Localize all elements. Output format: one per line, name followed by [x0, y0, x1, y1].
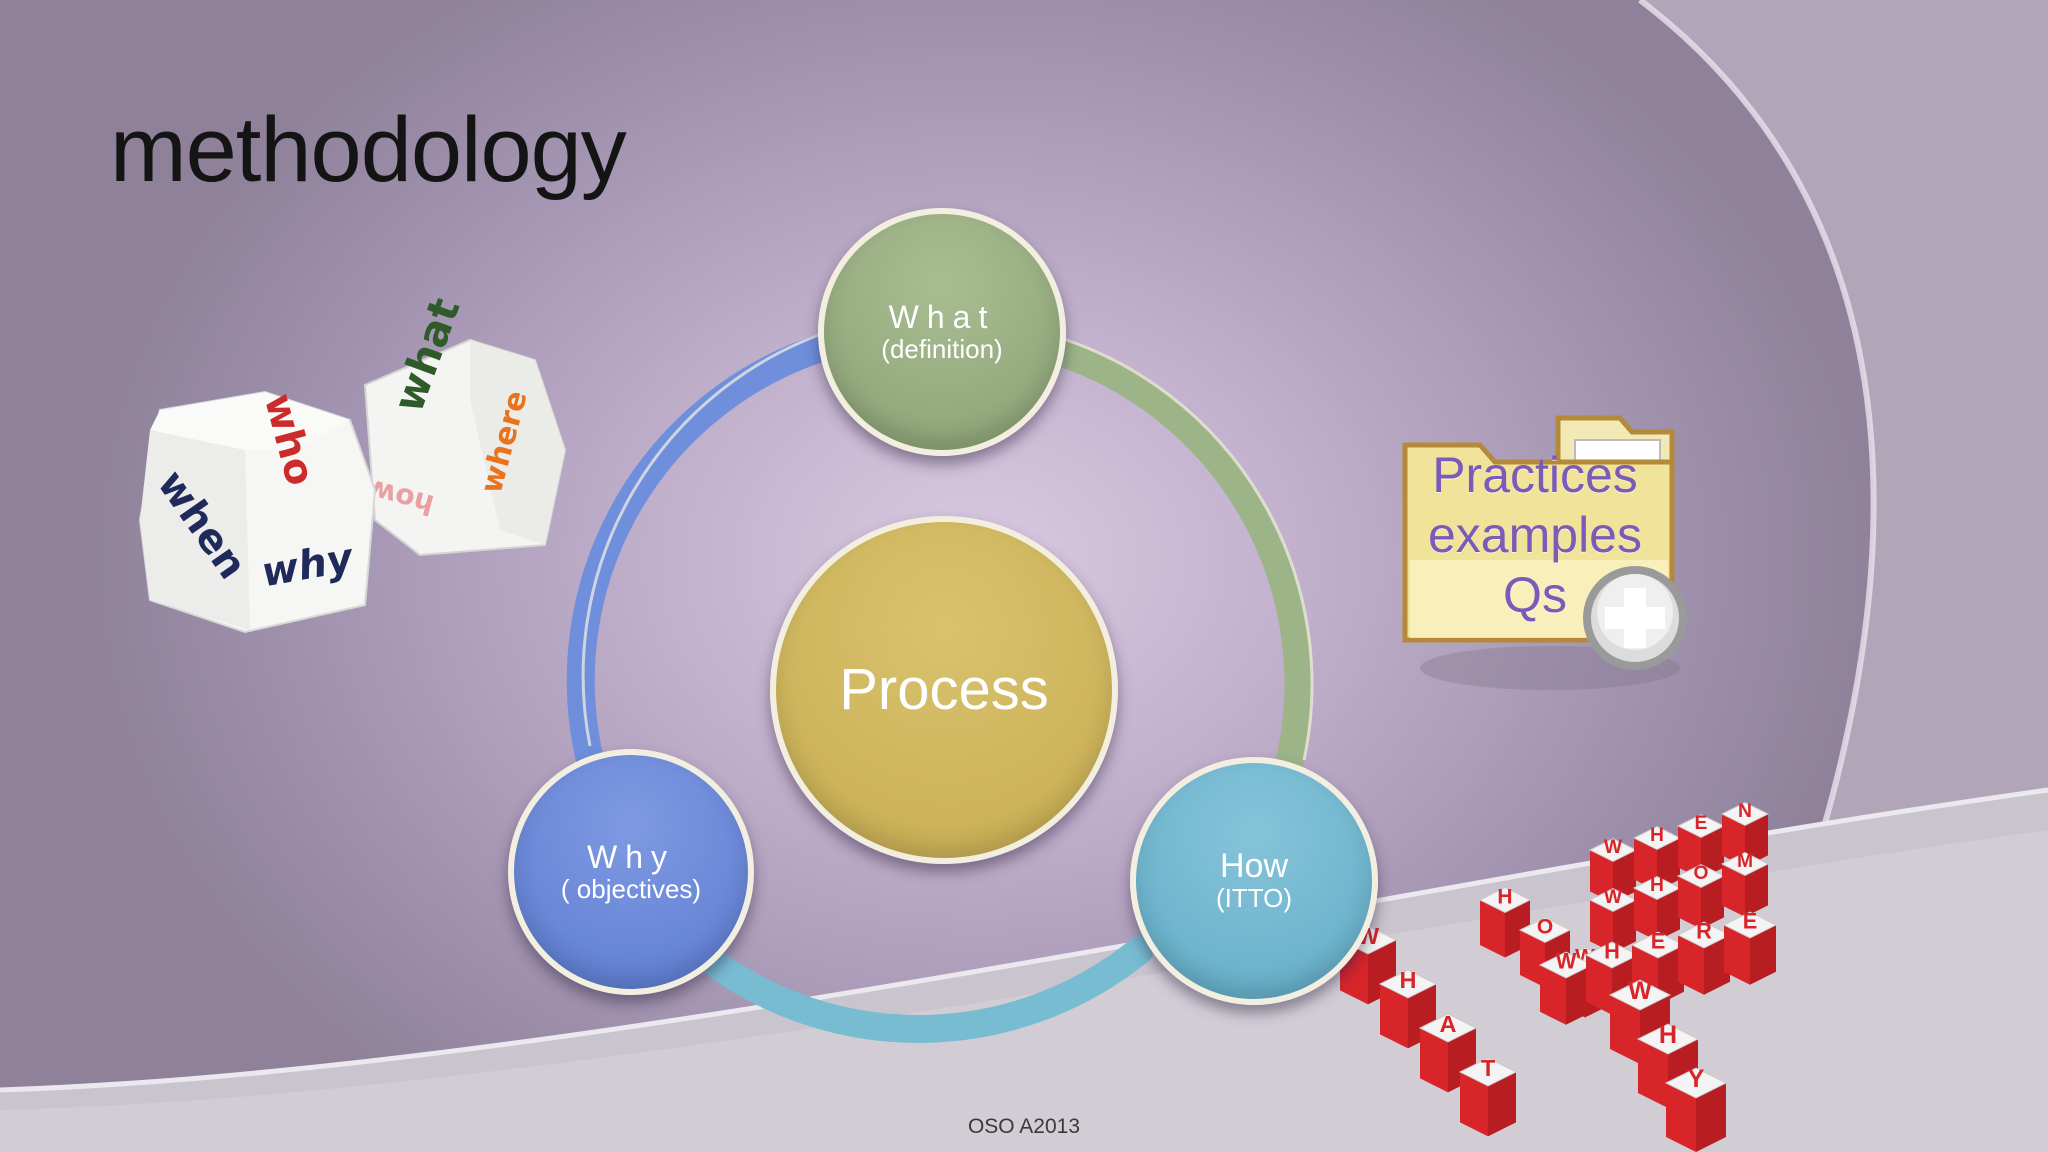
letter-cube-glyph: W — [1604, 837, 1623, 858]
letter-cube-glyph: H — [1650, 875, 1664, 896]
letter-cube: R — [1676, 919, 1732, 995]
letter-cube-glyph: O — [1537, 916, 1553, 939]
letter-cube-glyph: W — [1604, 887, 1623, 908]
letter-cube: W — [1538, 949, 1594, 1025]
letter-cube-glyph: H — [1604, 939, 1620, 964]
letter-cube: E — [1722, 909, 1778, 985]
question-dice-image: what where how who when why — [138, 292, 567, 634]
letter-cube-glyph: H — [1650, 825, 1664, 846]
folder-image — [1402, 415, 1687, 690]
ring-arc-what-how — [1040, 336, 1313, 774]
letter-cube-glyph: R — [1696, 919, 1712, 944]
ring-arc-why-what — [566, 331, 844, 774]
letter-cube-glyph: E — [1743, 909, 1758, 934]
node-process: Process — [770, 516, 1118, 864]
letter-cube: H — [1632, 825, 1682, 891]
node-why: Why ( objectives) — [508, 749, 754, 995]
letter-cube-glyph: W — [1556, 949, 1577, 974]
letter-cube: W — [1588, 837, 1638, 903]
node-what: What (definition) — [818, 208, 1066, 456]
node-how-label: How — [1219, 847, 1289, 885]
letter-cube: O — [1676, 863, 1726, 929]
letter-cube: H — [1632, 875, 1682, 941]
letter-cube-glyph: E — [1651, 929, 1666, 954]
die-left: who when why — [138, 389, 377, 634]
letter-cube: Y — [1664, 1065, 1728, 1152]
letter-cube-glyph: M — [1737, 851, 1753, 872]
folder-line-practices: Practices — [1432, 447, 1638, 503]
plus-icon — [1583, 566, 1687, 670]
letter-cube-glyph: W — [1628, 977, 1652, 1005]
letter-cube: H — [1378, 967, 1438, 1049]
folder-text: Practices examples Qs — [1410, 445, 1660, 625]
node-how: How (ITTO) — [1130, 757, 1378, 1005]
ring-arc-how-why — [696, 936, 1154, 1043]
letter-cube: W — [1608, 977, 1672, 1064]
letter-cube-glyph: A — [1440, 1011, 1457, 1037]
slide-footer: OSO A2013 — [967, 1115, 1081, 1138]
node-why-label: Why — [587, 839, 675, 875]
cycle-ring — [566, 331, 1313, 1043]
letter-cube-glyph: H — [1400, 967, 1417, 993]
letter-cube-glyph: T — [1481, 1055, 1496, 1081]
letter-cube-glyph: E — [1695, 813, 1708, 834]
letter-cube-glyph: Y — [1688, 1065, 1705, 1093]
letter-cube: N — [1720, 801, 1770, 867]
folder-line-qs: Qs — [1503, 567, 1567, 623]
letter-cube-glyph: O — [1693, 863, 1708, 884]
folder-line-examples: examples — [1428, 507, 1642, 563]
letter-cube: E — [1676, 813, 1726, 879]
letter-cube-glyph: H — [1497, 886, 1512, 909]
node-what-sub: (definition) — [881, 334, 1003, 364]
letter-cube: M — [1720, 851, 1770, 917]
slide-title: methodology — [110, 99, 627, 201]
node-process-label: Process — [839, 657, 1049, 722]
die-right: what where how — [363, 292, 567, 557]
letter-cube-glyph: N — [1738, 801, 1752, 822]
letter-cube-glyph: H — [1659, 1021, 1677, 1049]
letter-cube: T — [1458, 1055, 1518, 1137]
node-why-sub: ( objectives) — [560, 874, 702, 904]
node-what-label: What — [888, 299, 996, 335]
node-how-sub: (ITTO) — [1215, 883, 1293, 913]
letter-cube: W — [1588, 887, 1638, 953]
